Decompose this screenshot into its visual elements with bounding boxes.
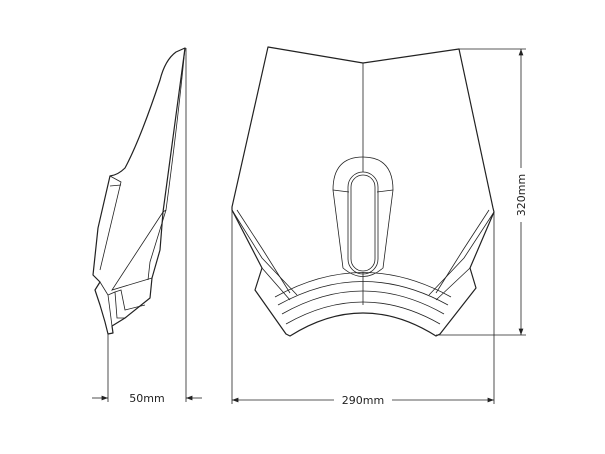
front-width-label: 290mm [342,394,384,407]
side-depth-label: 50mm [129,392,164,405]
side-dimension: 50mm [92,48,202,405]
height-dimension: 320mm [436,48,528,336]
front-height-label: 320mm [515,174,528,216]
side-view [92,47,186,335]
front-view [231,46,495,337]
width-dimension: 290mm [231,210,495,407]
